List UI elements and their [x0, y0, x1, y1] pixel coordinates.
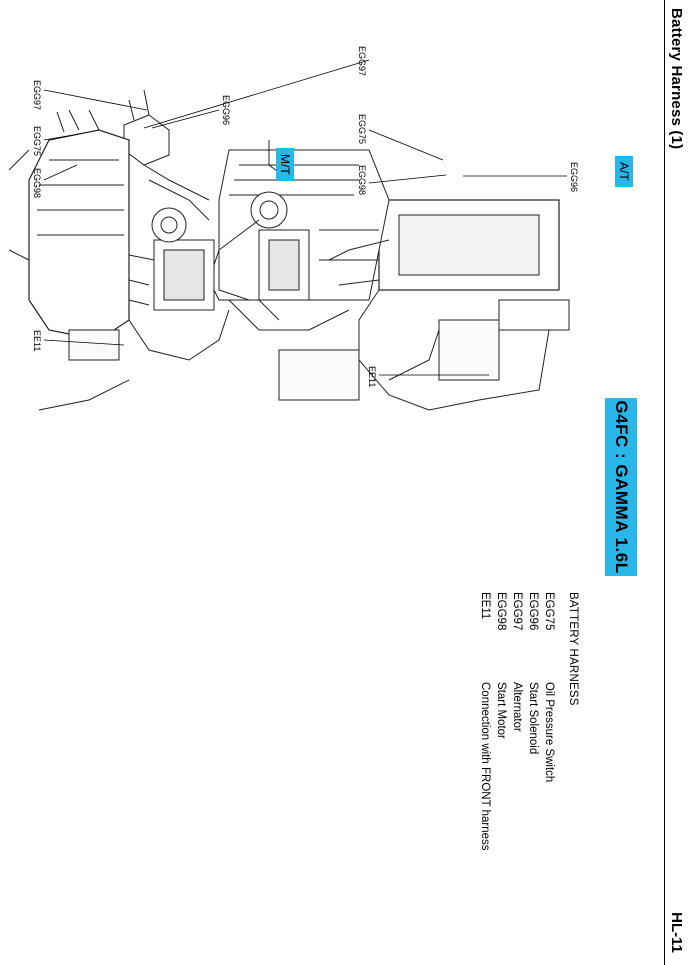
at-label-ee11: EE11 — [367, 366, 377, 388]
mt-engine-drawing — [8, 109, 280, 361]
mt-label-egg96: EGG96 — [221, 95, 231, 126]
legend-code: EGG98 — [495, 592, 507, 631]
mt-label-egg98: EGG98 — [32, 168, 42, 199]
mt-label-egg75: EGG75 — [32, 126, 42, 157]
legend-row: EGG96 Start Solenoid — [525, 592, 541, 851]
legend-desc: Start Solenoid — [527, 682, 539, 755]
legend-code: EGG97 — [511, 592, 523, 631]
legend-row: EGG98 Start Motor — [493, 592, 509, 851]
legend-desc: Connection with FRONT harness — [479, 682, 491, 851]
at-label-egg75: EGG75 — [357, 114, 367, 145]
mt-tag: M/T — [276, 148, 294, 181]
legend-title: BATTERY HARNESS — [567, 592, 579, 706]
legend-code: EGG96 — [527, 592, 539, 631]
legend-row: EGG75 Oil Pressure Switch — [541, 592, 557, 851]
legend: BATTERY HARNESS EGG75 Oil Pressure Switc… — [477, 592, 579, 851]
legend-code: EE11 — [479, 592, 491, 620]
engine-banner: G4FC : GAMMA 1.6L — [605, 398, 637, 576]
legend-desc: Start Motor — [495, 682, 507, 739]
mt-label-ee11: EE11 — [32, 330, 42, 352]
at-label-egg98: EGG98 — [357, 165, 367, 196]
legend-desc: Alternator — [511, 682, 523, 732]
at-tag: A/T — [615, 156, 633, 187]
at-engine-drawing — [38, 89, 570, 411]
at-label-egg96: EGG96 — [569, 162, 579, 193]
at-label-egg97: EGG97 — [357, 46, 367, 77]
legend-row: EE11 Connection with FRONT harness — [477, 592, 493, 851]
mt-label-egg97: EGG97 — [32, 80, 42, 111]
legend-row: EGG97 Alternator — [509, 592, 525, 851]
legend-code: EGG75 — [543, 592, 555, 631]
legend-desc: Oil Pressure Switch — [543, 682, 555, 783]
